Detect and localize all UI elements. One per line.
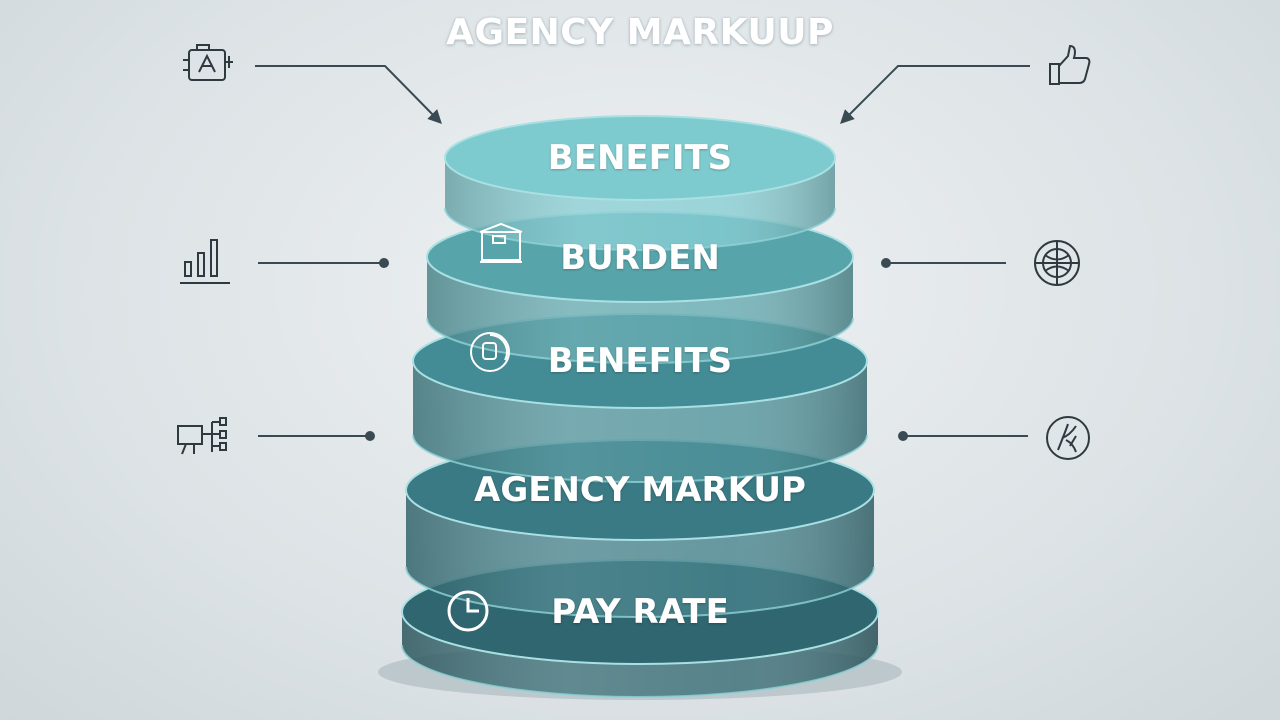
- connectors: [255, 65, 1030, 441]
- tier-rim: [426, 317, 854, 364]
- globe-icon: [1034, 240, 1080, 286]
- tier-top: [444, 115, 836, 201]
- diagram-title: AGENCY MARKUUP: [446, 12, 834, 53]
- dial-icon: [470, 332, 510, 372]
- connector-dot: [379, 258, 389, 268]
- tier-label: PAY RATE: [551, 592, 729, 632]
- tiers-layer: [401, 115, 879, 698]
- bar-chart-icon: [180, 239, 230, 284]
- engine-icon: [183, 44, 233, 81]
- tier-1: [444, 115, 836, 251]
- tier-rim: [401, 644, 879, 698]
- connector-dot: [898, 431, 908, 441]
- tier-rim: [412, 434, 868, 483]
- thumbs-up-icon: [1049, 44, 1091, 85]
- tier-label: BENEFITS: [547, 138, 733, 178]
- tier-rim: [405, 566, 875, 618]
- tier-rim: [444, 207, 836, 251]
- connector-top-left: [255, 65, 442, 124]
- monitor-network-icon: [177, 417, 227, 455]
- tier-label: BENEFITS: [547, 341, 733, 381]
- connector-top-right: [840, 65, 1030, 124]
- building-icon: [479, 222, 523, 263]
- tier-label: AGENCY MARKUP: [474, 470, 806, 510]
- signature-icon: [1046, 416, 1090, 460]
- connector-dot: [881, 258, 891, 268]
- connector-dot: [365, 431, 375, 441]
- clock-icon: [447, 590, 489, 632]
- tier-label: BURDEN: [560, 238, 720, 278]
